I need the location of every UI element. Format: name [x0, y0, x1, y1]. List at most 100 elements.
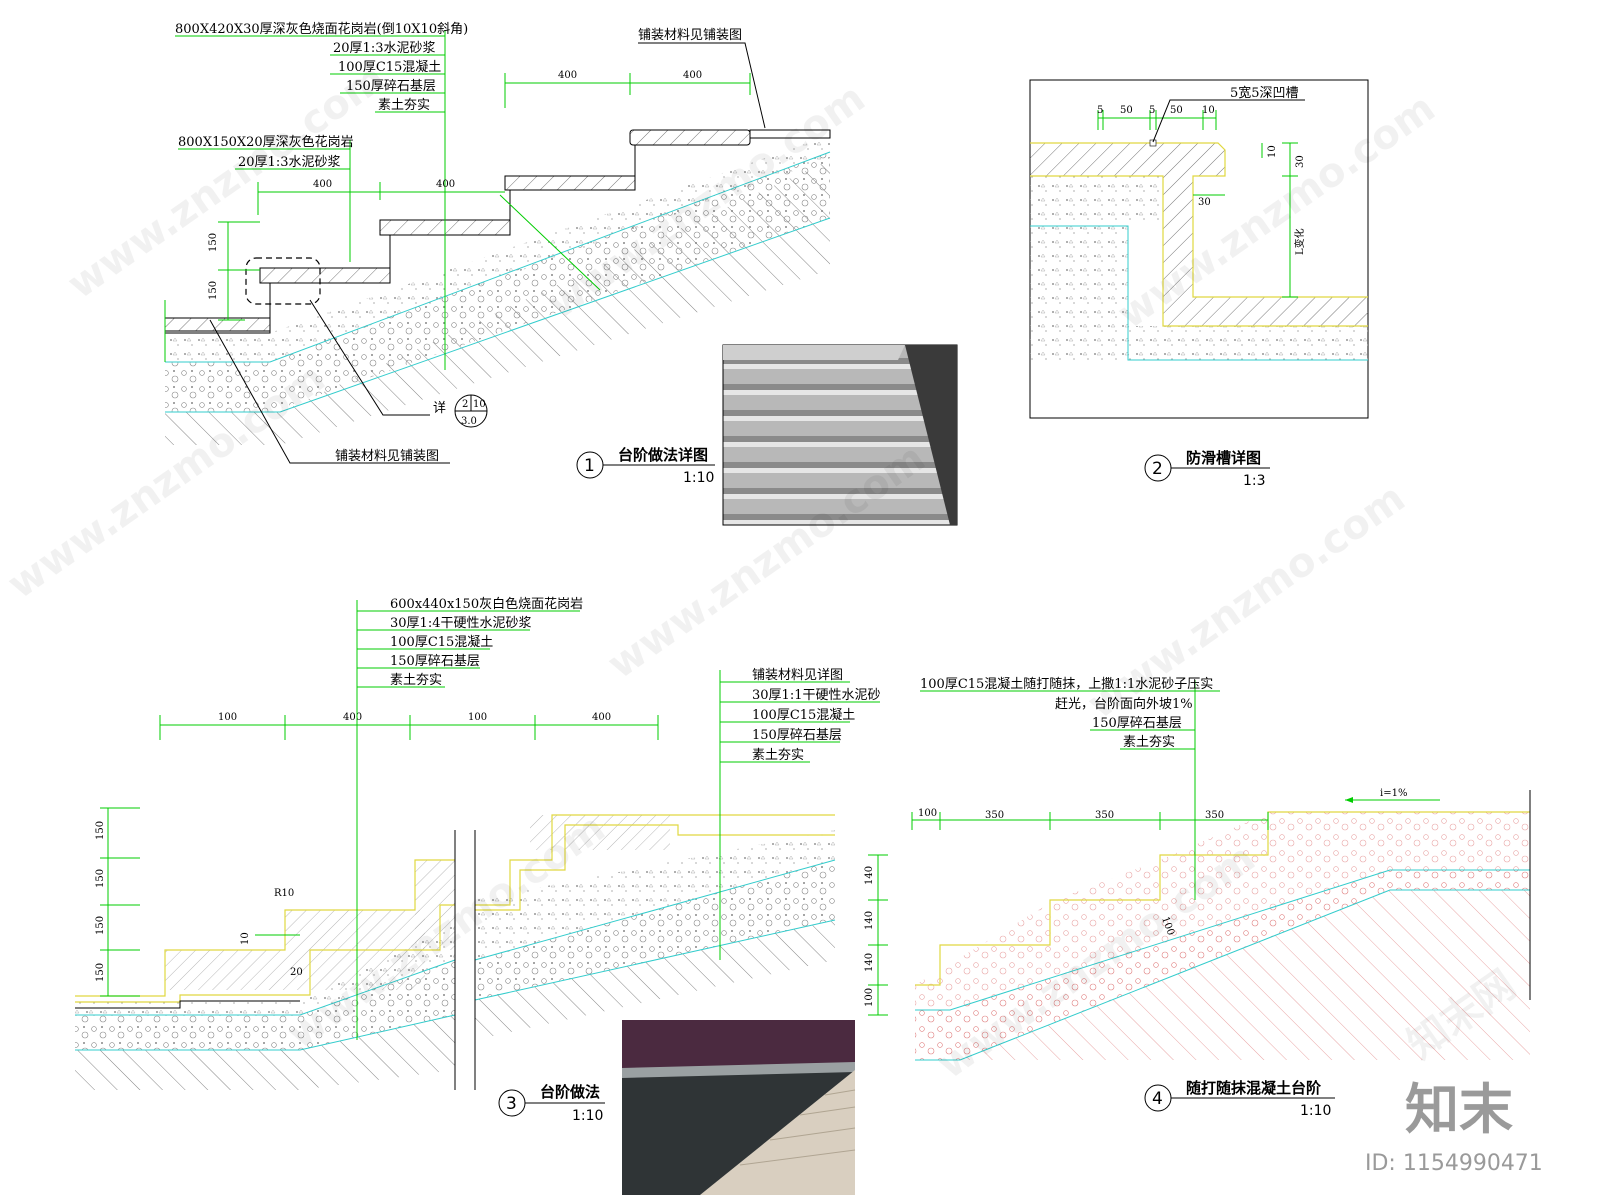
d4-layer-1: 100厚C15混凝土随打随抹，上撒1:1水泥砂子压实 — [920, 676, 1213, 692]
d1-layer-3: 100厚C15混凝土 — [338, 59, 441, 75]
d3-radius: R10 — [274, 888, 294, 899]
d1-dim-top-1: 400 — [558, 70, 577, 81]
d1-nosing-1: 800X150X20厚深灰色花岗岩 — [178, 134, 354, 150]
d1-dim-v-1: 150 — [208, 233, 219, 252]
d1-number: 1 — [584, 456, 595, 476]
d3-small-dim-1: 10 — [240, 932, 251, 945]
d3-dim-top-1: 100 — [218, 712, 237, 723]
detail-3: 100 400 100 400 150 150 150 150 R10 10 2… — [75, 596, 880, 1195]
d3b-layer-4: 150厚碎石基层 — [752, 728, 842, 743]
d2-dimension-top: 5 50 5 50 10 — [1097, 105, 1217, 130]
d1-ref-bottom: 3.0 — [461, 416, 477, 427]
d4-dim-top-2: 350 — [985, 810, 1004, 821]
d4-dim-v-2: 140 — [864, 911, 875, 930]
d1-layer-2: 20厚1:3水泥砂浆 — [333, 41, 435, 56]
d3-dim-v-3: 150 — [95, 916, 106, 935]
d2-title-block: 2 防滑槽详图 1:3 — [1144, 449, 1270, 489]
brand-logo: 知末 ID: 1154990471 — [1365, 1078, 1543, 1176]
d3-layer-labels-a: 600x440x150灰白色烧面花岗岩 30厚1:4干硬性水泥砂浆 100厚C1… — [357, 596, 583, 688]
d2-groove-note: 5宽5深凹槽 — [1230, 85, 1299, 101]
d3-photo-stairs — [622, 1020, 856, 1195]
d1-dim-mid-2: 400 — [436, 179, 455, 190]
d1-dimension-vert: 150 150 — [164, 221, 260, 362]
d3b-layer-2: 30厚1:1干硬性水泥砂 — [752, 688, 880, 703]
d2-dim-var: L变化 — [1293, 228, 1306, 255]
d3a-layer-5: 素土夯实 — [390, 673, 442, 688]
d3-dim-v-2: 150 — [95, 869, 106, 888]
d1-scale: 1:10 — [683, 470, 714, 486]
d4-dim-top-3: 350 — [1095, 810, 1114, 821]
d1-ref-mid: 10 — [473, 399, 486, 410]
d2-finish-line — [1030, 142, 1368, 298]
d3-dimension-top: 100 400 100 400 — [159, 712, 659, 740]
d4-slope-label: i=1% — [1380, 788, 1407, 799]
d4-dim-v-3: 140 — [864, 953, 875, 972]
detail-4: 100 350 350 350 140 140 140 100 100 i=1%… — [864, 676, 1531, 1119]
d3-dimension-vert: 150 150 150 150 R10 10 20 — [95, 807, 303, 997]
d1-layer-labels: 800X420X30厚深灰色烧面花岗岩(倒10X10斜角) 20厚1:3水泥砂浆… — [175, 21, 766, 464]
d2-dim-5: 10 — [1202, 105, 1215, 116]
id-text: ID: 1154990471 — [1365, 1151, 1543, 1176]
d3-dim-v-1: 150 — [95, 821, 106, 840]
d4-dimension-top: 100 350 350 350 — [911, 808, 1269, 830]
d1-layer-line-b — [165, 217, 831, 413]
d3-number: 3 — [506, 1094, 517, 1114]
d3b-layer-1: 铺装材料见详图 — [752, 668, 843, 683]
d4-layer-labels: 100厚C15混凝土随打随抹，上撒1:1水泥砂子压实 赶光，台阶面向外坡1% 1… — [920, 676, 1220, 750]
d2-dim-2: 50 — [1120, 105, 1133, 116]
d3a-layer-3: 100厚C15混凝土 — [390, 634, 493, 650]
d4-slope: i=1% — [1345, 788, 1440, 803]
d4-finish-line — [915, 811, 1530, 986]
d4-layer-4: 素土夯实 — [1123, 735, 1175, 750]
d3b-layer-5: 素土夯实 — [752, 748, 804, 763]
d1-layer-1: 800X420X30厚深灰色烧面花岗岩(倒10X10斜角) — [175, 21, 468, 37]
d1-paving-note-top: 铺装材料见铺装图 — [638, 28, 742, 43]
d1-nosing-2: 20厚1:3水泥砂浆 — [238, 155, 340, 170]
d2-title: 防滑槽详图 — [1186, 449, 1261, 467]
d2-groove — [1149, 139, 1157, 147]
d2-dim-3: 5 — [1149, 105, 1155, 116]
d2-dim-r-3: 30 — [1198, 197, 1211, 208]
d1-title-block: 1 台阶做法详图 1:10 — [576, 446, 715, 486]
d4-title-block: 4 随打随抹混凝土台阶 1:10 — [1144, 1079, 1335, 1119]
d1-layer-5: 素土夯实 — [378, 98, 430, 113]
d1-ref-prefix: 详 — [433, 401, 446, 416]
d4-layer-3: 150厚碎石基层 — [1092, 716, 1182, 731]
d4-dim-v-1: 140 — [864, 866, 875, 885]
detail-2: 5 50 5 50 10 10 30 30 L变化 5宽5深凹槽 2 防滑槽详图… — [1029, 79, 1369, 489]
d1-section-cut — [499, 194, 601, 291]
d1-photo-stairs — [722, 344, 958, 526]
d1-dim-v-2: 150 — [208, 281, 219, 300]
detail-1: 400 400 400 400 150 150 800X420X30厚深灰色烧面… — [164, 21, 958, 526]
d1-dimension-mid: 400 400 — [257, 179, 505, 215]
d3-dim-v-4: 150 — [95, 963, 106, 982]
d2-dimension-right: 10 30 30 L变化 — [1193, 142, 1306, 298]
d2-number: 2 — [1152, 459, 1163, 479]
d3-layer-labels-b: 铺装材料见详图 30厚1:1干硬性水泥砂 100厚C15混凝土 150厚碎石基层… — [720, 668, 880, 763]
d3a-layer-1: 600x440x150灰白色烧面花岗岩 — [390, 596, 583, 612]
d1-detail-reference: 详 2 10 3.0 — [433, 394, 488, 428]
d1-dim-mid-1: 400 — [313, 179, 332, 190]
d3-scale: 1:10 — [572, 1108, 603, 1124]
d4-dim-v-4: 100 — [864, 988, 875, 1007]
d1-ref-top: 2 — [462, 399, 468, 410]
d4-scale: 1:10 — [1300, 1103, 1331, 1119]
d3a-layer-2: 30厚1:4干硬性水泥砂浆 — [390, 616, 531, 631]
d1-layer-4: 150厚碎石基层 — [346, 79, 436, 94]
d3-dim-top-4: 400 — [592, 712, 611, 723]
d2-dim-r-2: 30 — [1295, 155, 1306, 168]
d3a-layer-4: 150厚碎石基层 — [390, 654, 480, 669]
d3a-finish-line — [75, 859, 455, 997]
d2-dim-1: 5 — [1097, 105, 1103, 116]
watermark-6: www.znzmo.com — [1079, 475, 1413, 728]
d1-concrete — [165, 135, 830, 362]
d3-dim-top-3: 100 — [468, 712, 487, 723]
d2-dim-4: 50 — [1170, 105, 1183, 116]
d3-small-dim-2: 20 — [290, 967, 303, 978]
d2-dim-r-1: 10 — [1267, 145, 1278, 158]
d3-title-block: 3 台阶做法 1:10 — [498, 1083, 605, 1124]
d3b-layer-3: 100厚C15混凝土 — [752, 707, 855, 723]
d4-number: 4 — [1152, 1089, 1163, 1109]
d3-title: 台阶做法 — [540, 1083, 600, 1101]
